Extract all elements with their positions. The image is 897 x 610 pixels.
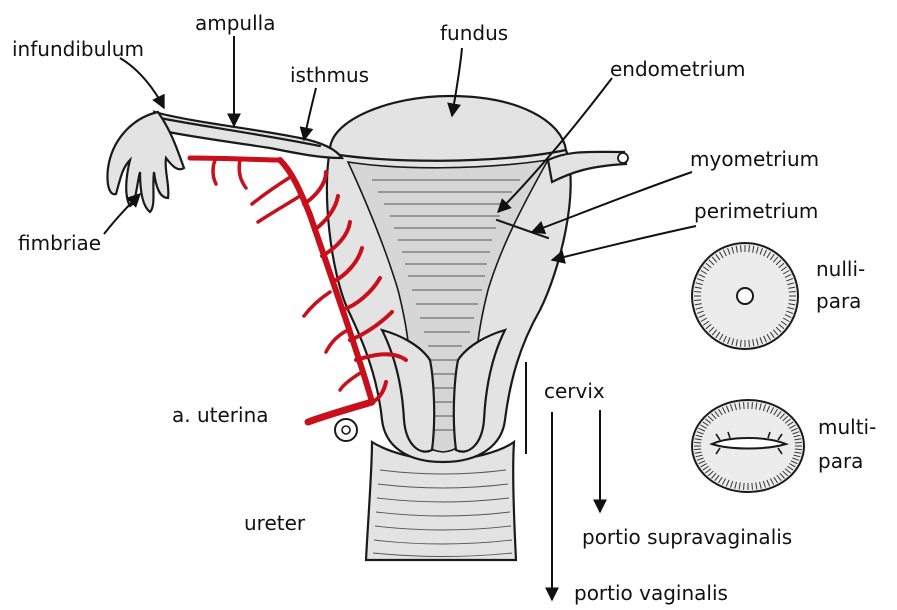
texture-tick xyxy=(749,245,750,252)
texture-tick xyxy=(741,245,742,252)
label-ampulla: ampulla xyxy=(195,11,275,35)
right-tube-stub xyxy=(548,152,628,182)
texture-tick xyxy=(744,402,745,409)
label-multipara-line2: para xyxy=(818,449,863,473)
texture-tick xyxy=(795,442,802,443)
texture-tick xyxy=(749,340,750,347)
texture-tick xyxy=(752,483,753,490)
label-fundus: fundus xyxy=(440,21,508,45)
texture-tick xyxy=(789,292,796,293)
label-ureter: ureter xyxy=(244,511,306,535)
label-nullipara-line2: para xyxy=(816,289,861,313)
label-a-uterina: a. uterina xyxy=(172,403,269,427)
label-infundibulum: infundibulum xyxy=(12,37,144,61)
texture-tick xyxy=(694,292,701,293)
label-myometrium: myometrium xyxy=(690,147,819,171)
texture-tick xyxy=(752,402,753,409)
label-fimbriae: fimbriae xyxy=(18,231,101,255)
label-cervix: cervix xyxy=(544,379,605,403)
ureter-cross-section xyxy=(335,419,357,441)
label-portio-vaginalis: portio vaginalis xyxy=(574,581,728,605)
texture-tick xyxy=(741,340,742,347)
label-nullipara-line1: nulli- xyxy=(816,257,865,281)
texture-tick xyxy=(795,449,802,450)
multipara-os-illustration xyxy=(692,400,804,492)
label-isthmus: isthmus xyxy=(290,63,369,87)
label-portio-supravaginalis: portio supravaginalis xyxy=(582,525,792,549)
texture-tick xyxy=(694,449,701,450)
texture-tick xyxy=(694,300,701,301)
texture-tick xyxy=(744,483,745,490)
label-multipara-line1: multi- xyxy=(818,415,876,439)
label-endometrium: endometrium xyxy=(610,57,745,81)
texture-tick xyxy=(694,442,701,443)
label-perimetrium: perimetrium xyxy=(694,199,818,223)
texture-tick xyxy=(789,300,796,301)
nullipara-os-illustration xyxy=(692,243,798,349)
